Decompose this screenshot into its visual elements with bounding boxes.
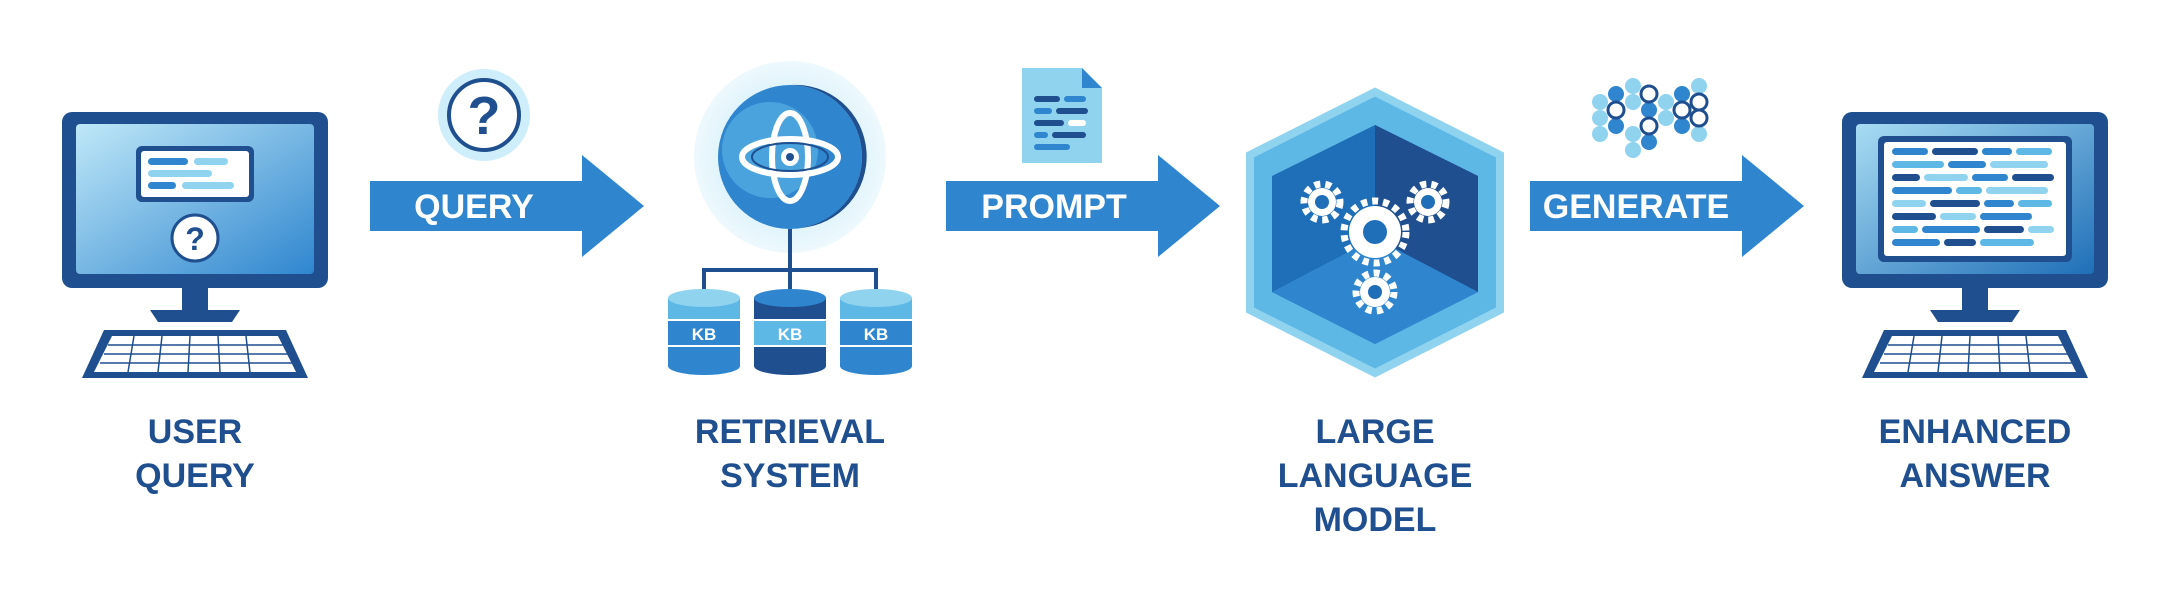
stage-label-user-query: USER QUERY (135, 413, 255, 495)
query-arrow: QUERY (370, 155, 644, 257)
svg-text:?: ? (468, 86, 501, 146)
prompt-arrow: PROMPT (946, 155, 1220, 257)
stage-label-enhanced-answer: ENHANCED ANSWER (1878, 413, 2072, 495)
document-icon (1022, 68, 1102, 163)
prompt-arrow-label: PROMPT (981, 188, 1127, 226)
question-mark-icon: ? (438, 69, 530, 161)
svg-text:?: ? (185, 221, 205, 257)
atom-sphere-icon (694, 61, 886, 253)
generate-arrow: GENERATE (1530, 155, 1804, 257)
user-query-computer-icon: ? (62, 112, 328, 378)
token-chain-icon (1592, 78, 1709, 158)
stage-label-retrieval-system: RETRIEVAL SYSTEM (694, 413, 886, 495)
kb-label: KB (778, 325, 803, 344)
kb-label: KB (864, 325, 889, 344)
kb-database-icon: KB (840, 289, 912, 375)
answer-computer-icon (1842, 112, 2108, 378)
kb-label: KB (692, 325, 717, 344)
kb-database-icon: KB (668, 289, 740, 375)
stage-label-large-language-model: LARGE LANGUAGE MODEL (1277, 413, 1473, 539)
gear-cube-icon (1246, 87, 1504, 378)
kb-database-icon: KB (754, 289, 826, 375)
generate-arrow-label: GENERATE (1543, 188, 1729, 226)
query-arrow-label: QUERY (414, 188, 534, 226)
